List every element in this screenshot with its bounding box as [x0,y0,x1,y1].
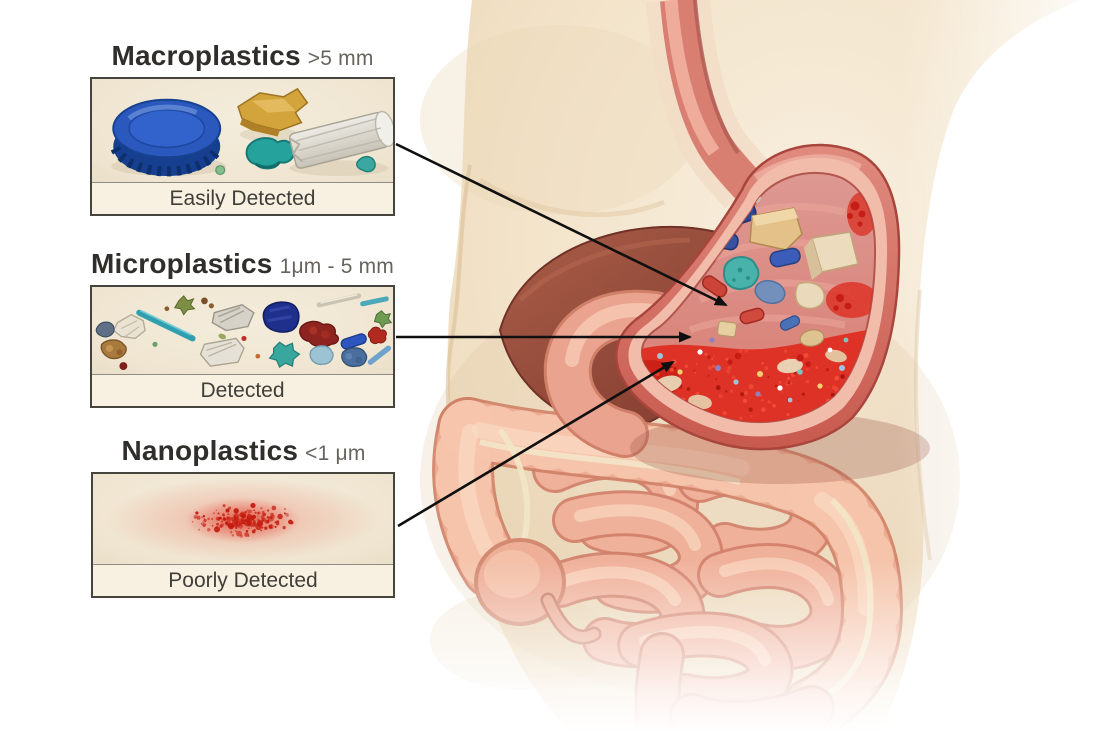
panel-title: Microplastics 1μm - 5 mm [90,248,395,280]
microplastics-items-icon [95,293,393,371]
panel-macroplastics: Macroplastics >5 mm [90,40,395,216]
macroplastics-items-icon [110,87,393,177]
nano-scatter-dots [191,502,294,538]
nanoplastics-box: Poorly Detected [91,472,395,598]
panel-size-label: <1 μm [305,442,366,465]
macroplastics-box: Easily Detected [90,77,395,216]
panel-size-label: >5 mm [307,47,374,70]
panel-title: Nanoplastics <1 μm [91,435,396,467]
nanoplastics-art [93,474,393,564]
microplastics-caption: Detected [92,374,393,406]
esophagus [646,0,773,209]
right-fade [900,0,1100,733]
cigarette-filter-icon [288,110,393,169]
panel-microplastics: Microplastics 1μm - 5 mm [90,248,395,408]
bottle-cap-icon [110,98,223,177]
macroplastics-caption: Easily Detected [92,182,393,214]
teal-fragment-icon [245,137,295,170]
panel-size-label: 1μm - 5 mm [279,255,394,278]
panel-title: Macroplastics >5 mm [90,40,395,72]
green-pellet-icon [215,165,226,176]
teal-sliver-icon [356,155,376,173]
panel-title-text: Microplastics [91,248,273,279]
panel-nanoplastics: Nanoplastics<1 μm Po [91,435,396,598]
panel-title-text: Macroplastics [111,40,301,71]
nanoplastics-caption: Poorly Detected [93,564,393,596]
nanoparticle-scatter-icon [106,477,379,562]
red-droplet-clusters [727,201,866,367]
macroplastics-art [92,79,393,182]
panel-title-text: Nanoplastics [121,435,299,466]
microplastics-box: Detected [90,285,395,408]
plastic-fragments-icon [95,293,393,371]
gold-fragment-icon [237,87,309,137]
microplastics-art [92,287,393,374]
